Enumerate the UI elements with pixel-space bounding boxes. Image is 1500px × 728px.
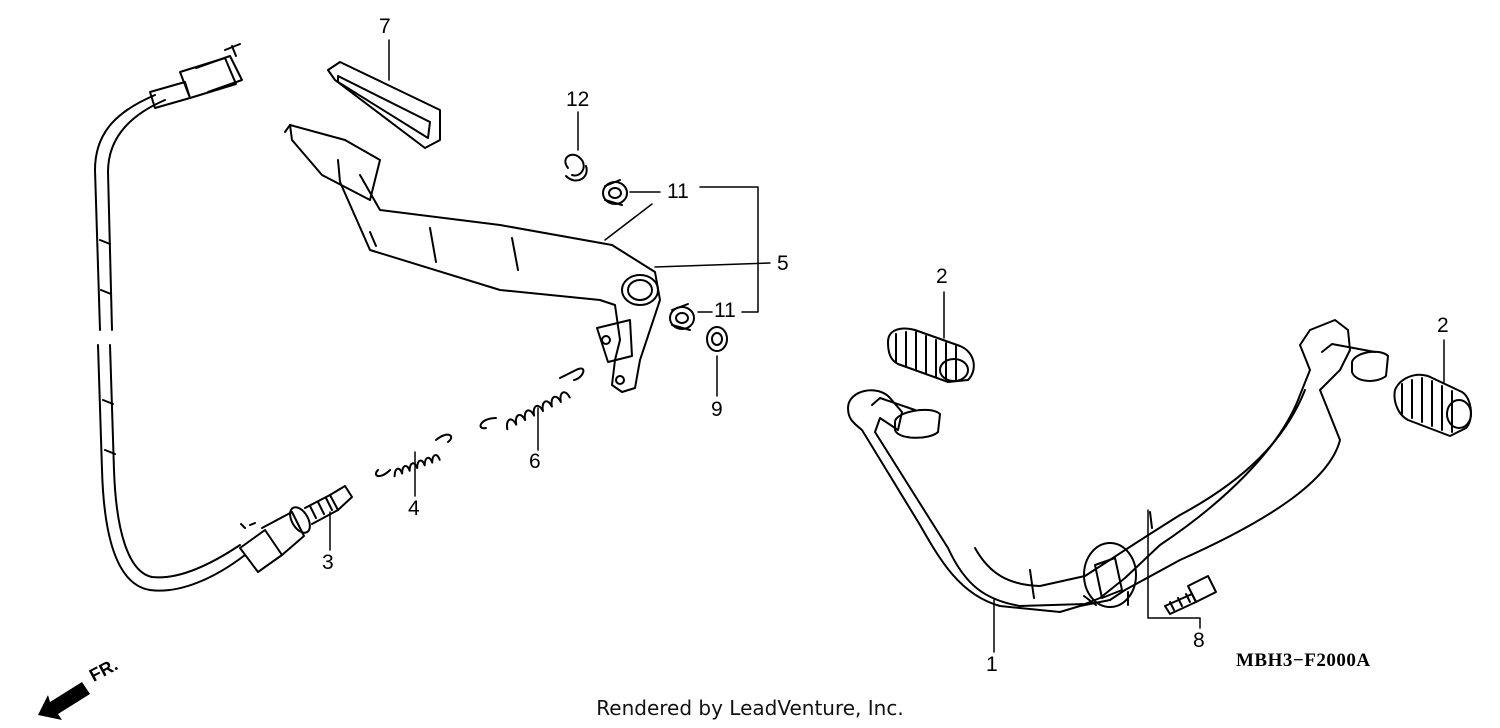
shift-peg-tip-left	[894, 408, 941, 439]
leader-lines-left	[329, 39, 771, 551]
wire-connector	[149, 43, 243, 109]
dust-seal-lower	[669, 303, 695, 331]
shift-peg-tip-right	[1351, 350, 1389, 382]
leader-lines-right	[943, 291, 1445, 653]
diagram-code: MBH3−F2000A	[1236, 650, 1371, 671]
callout-4: 4	[408, 497, 420, 520]
shift-peg-rubber-right	[1393, 373, 1472, 437]
pinch-bolt	[1164, 575, 1217, 615]
return-spring	[479, 367, 585, 431]
brake-light-switch	[239, 485, 353, 573]
callout-11b: 11	[714, 299, 736, 322]
callout-7: 7	[379, 15, 391, 38]
pedal-pad	[327, 61, 441, 149]
footer-credit: Rendered by LeadVenture, Inc.	[596, 696, 904, 720]
callout-5: 5	[777, 252, 789, 275]
callout-12: 12	[566, 88, 590, 111]
callout-3: 3	[322, 551, 334, 574]
shift-peg-rubber-left	[887, 327, 975, 383]
callout-1: 1	[986, 653, 998, 676]
callout-9: 9	[711, 398, 723, 421]
callout-2a: 2	[936, 265, 948, 288]
snap-clip	[564, 153, 588, 182]
washer	[706, 326, 728, 352]
brake-pedal	[284, 124, 661, 393]
switch-spring	[374, 433, 453, 478]
callout-11a: 11	[667, 180, 689, 203]
front-direction-arrow-icon	[38, 682, 90, 720]
dust-seal-upper	[602, 179, 628, 206]
callout-6: 6	[529, 450, 541, 473]
gear-shift-pedal	[847, 319, 1376, 613]
brake-switch-wire	[94, 94, 246, 592]
callout-2b: 2	[1437, 314, 1449, 337]
callout-8: 8	[1193, 629, 1205, 652]
